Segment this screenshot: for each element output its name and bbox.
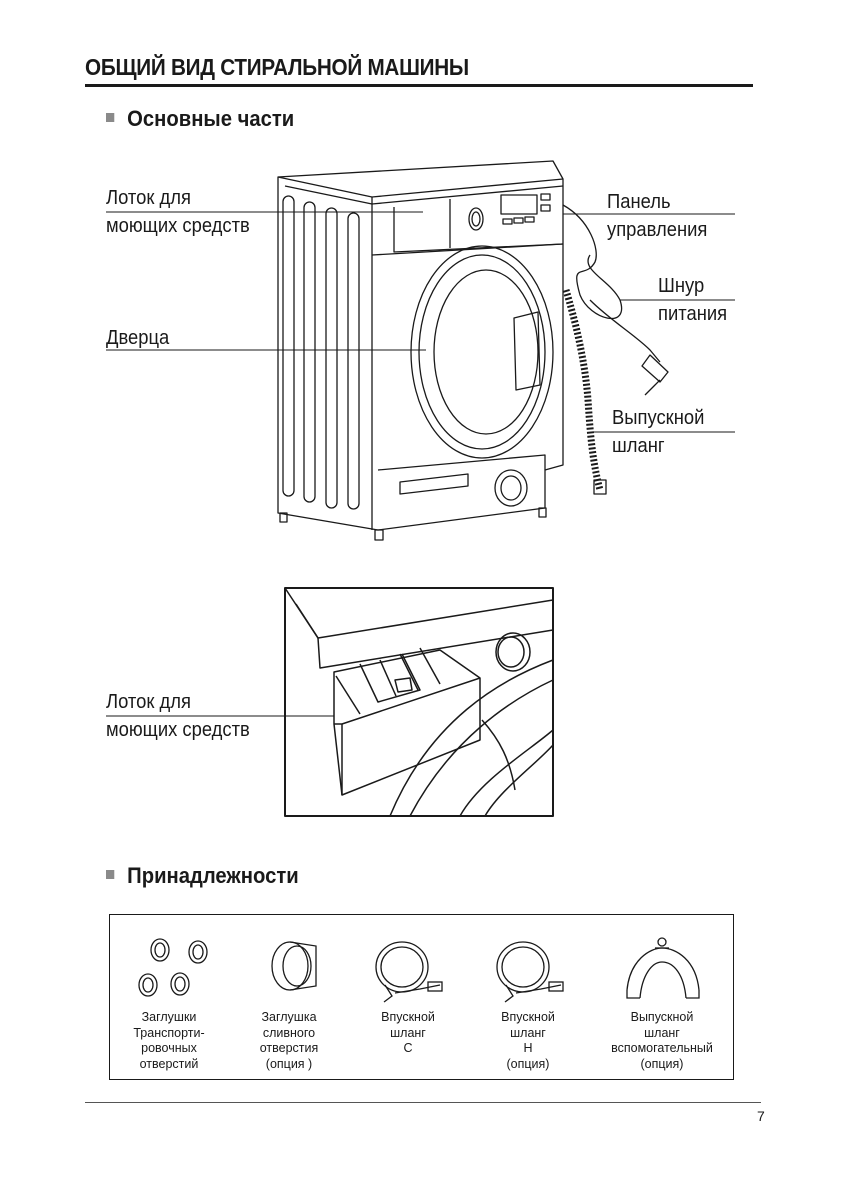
accessory-label-line: (опция)	[640, 1056, 684, 1071]
accessory-inlet-hose-h: Впускной шланг Н (опция)	[468, 1010, 588, 1072]
accessory-label-line: шланг	[510, 1025, 546, 1040]
label-line: моющих средств	[106, 215, 250, 237]
accessory-inlet-hose-c: Впускной шланг С	[348, 1010, 468, 1057]
accessory-label-line: (опция)	[506, 1056, 550, 1071]
label-drain-hose: Выпускной шланг	[612, 404, 704, 460]
drain-plug-icon	[271, 941, 317, 991]
page-title: ОБЩИЙ ВИД СТИРАЛЬНОЙ МАШИНЫ	[85, 54, 469, 80]
accessory-aux-drain-hose: Выпускной шланг вспомогательный (опция)	[598, 1010, 726, 1072]
label-detergent-tray-closeup: Лоток для моющих средств	[106, 688, 250, 744]
accessories-box	[109, 914, 734, 1080]
page-number: 7	[757, 1108, 765, 1124]
label-line: Лоток для	[106, 187, 191, 209]
accessory-label-line: Н	[523, 1041, 533, 1055]
accessory-label-line: сливного	[262, 1025, 316, 1040]
accessory-transport-plugs: Заглушки Транспорти- ровочных отверстий	[109, 1010, 229, 1072]
accessory-label-line: шланг	[390, 1025, 426, 1040]
label-detergent-tray: Лоток для моющих средств	[106, 184, 250, 240]
accessory-label-line: (опция )	[265, 1056, 313, 1071]
label-line: шланг	[612, 435, 665, 457]
accessory-label-line: ровочных	[141, 1041, 197, 1055]
accessory-label-line: Впускной	[381, 1010, 435, 1024]
accessory-label-line: С	[403, 1041, 413, 1055]
accessory-label-line: Впускной	[501, 1010, 555, 1024]
bullet-icon	[106, 113, 115, 122]
label-line: Дверца	[106, 327, 170, 349]
accessory-label-line: шланг	[644, 1025, 680, 1040]
accessory-label-line: Заглушка	[261, 1010, 317, 1024]
bullet-icon	[106, 870, 115, 879]
title-underline	[85, 84, 753, 87]
accessory-drain-plug: Заглушка сливного отверстия (опция )	[229, 1010, 349, 1072]
inlet-hose-h-icon	[496, 941, 564, 1003]
label-line: моющих средств	[106, 719, 250, 741]
label-line: Лоток для	[106, 691, 191, 713]
accessory-label-line: Выпускной	[630, 1010, 694, 1024]
label-line: Шнур	[658, 275, 705, 297]
accessory-label-line: Заглушки	[141, 1010, 197, 1024]
accessory-label-line: Транспорти-	[133, 1025, 205, 1040]
label-line: Панель	[607, 191, 671, 213]
label-line: Выпускной	[612, 407, 705, 429]
label-door: Дверца	[106, 324, 169, 352]
section-heading-accessories: Принадлежности	[106, 863, 299, 889]
footer-rule	[85, 1102, 761, 1103]
label-line: управления	[607, 219, 708, 241]
accessory-label-line: вспомогательный	[611, 1041, 713, 1055]
plug-icon	[138, 938, 208, 997]
hose-guide-icon	[626, 937, 700, 999]
label-line: питания	[658, 303, 728, 325]
accessory-label-line: отверстий	[139, 1056, 199, 1071]
label-power-cord: Шнур питания	[658, 272, 727, 328]
label-control-panel: Панель управления	[607, 188, 707, 244]
inlet-hose-c-icon	[375, 941, 443, 1003]
section-heading-text: Основные части	[127, 106, 295, 131]
section-heading-main-parts: Основные части	[106, 106, 294, 132]
accessory-label-line: отверстия	[259, 1041, 319, 1055]
section-heading-text: Принадлежности	[127, 863, 299, 888]
